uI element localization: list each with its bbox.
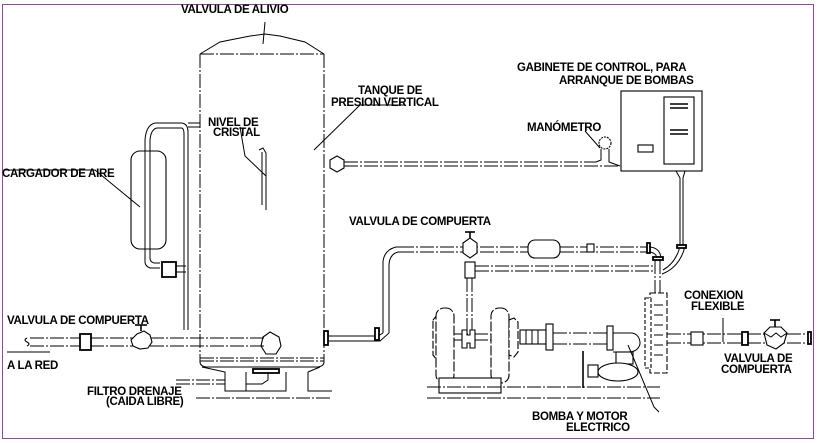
cabinet-indicator <box>637 144 654 153</box>
tank-leg-right <box>307 372 332 392</box>
pump-riser-valve <box>464 261 476 279</box>
tank-leg-middle <box>245 372 287 392</box>
label-control-cabinet-line2: ARRANQUE DE BOMBAS <box>559 75 694 87</box>
pressure-tank <box>176 33 332 399</box>
tank-top-dome <box>199 33 325 55</box>
label-sight-glass-line1: NIVEL DE <box>208 117 259 129</box>
pump-leader <box>627 344 660 413</box>
label-flex-connection-line2: FLEXIBLE <box>691 301 745 313</box>
label-pressure-tank-line2: PRESION VERTICAL <box>331 97 439 109</box>
pump-motor <box>427 307 660 399</box>
outlet-end-cap <box>807 331 812 345</box>
drain-filter-plate <box>252 368 280 374</box>
sight-glass <box>258 147 267 210</box>
label-gate-valve-right-line2: COMPUERTA <box>721 364 792 376</box>
coupling-h <box>461 329 476 349</box>
relief-valve-leader <box>262 21 266 45</box>
label-flex-connection-line1: CONEXION <box>684 290 743 302</box>
outlet-gate-valve <box>763 326 788 350</box>
manometer <box>595 136 621 167</box>
sight-glass-leader <box>239 126 267 177</box>
air-charger <box>130 122 200 330</box>
label-air-charger: CARGADOR DE AIRE <box>2 168 115 180</box>
control-cabinet <box>620 90 703 245</box>
discharge-union <box>586 243 595 253</box>
label-sight-glass-line2: CRISTAL <box>213 127 260 139</box>
tank-gauge-port <box>329 155 345 173</box>
inlet-line <box>7 324 264 353</box>
pump-flange <box>606 325 614 351</box>
label-control-cabinet-line1: GABINETE DE CONTROL, PARA <box>517 62 686 74</box>
air-charger-tank <box>130 150 167 250</box>
label-drain-filter-line2: (CAIDA LIBRE) <box>106 396 184 408</box>
motor-left-housing <box>435 307 455 384</box>
manometer-leader <box>584 130 601 149</box>
discharge-expansion-vessel <box>527 239 561 259</box>
label-drain-filter-line1: FILTRO DRENAJE <box>87 386 182 398</box>
manometer-dial <box>598 136 612 150</box>
inlet-gate-valve <box>130 330 153 350</box>
pump-volute <box>597 362 639 382</box>
label-manometer: MANÓMETRO <box>527 121 601 134</box>
flex-connection <box>690 331 704 346</box>
motor-right-housing <box>490 307 510 384</box>
manifold <box>644 292 668 374</box>
pump-base <box>438 377 502 394</box>
label-gate-valve-left: VALVULA DE COMPUERTA <box>7 315 149 327</box>
tank-leg-left <box>201 366 250 392</box>
label-gate-valve-top: VALVULA DE COMPUERTA <box>349 216 491 228</box>
drain-pipe <box>246 373 269 385</box>
label-pump-motor-line1: BOMBA Y MOTOR <box>532 411 628 423</box>
discharge-piping <box>328 231 687 342</box>
label-pressure-tank-line1: TANQUE DE <box>358 85 423 97</box>
label-pump-motor-line2: ELECTRICO <box>566 422 630 434</box>
inlet-check-valve <box>79 333 92 351</box>
label-gate-valve-right-line1: VALVULA DE <box>724 353 793 365</box>
tank-leader <box>313 104 405 151</box>
tank-outlet-flange <box>323 330 329 346</box>
label-relief-valve: VALVULA DE ALIVIO <box>181 4 289 16</box>
air-charger-valve <box>161 261 177 278</box>
air-charger-leader <box>4 169 141 208</box>
outlet-line <box>667 318 812 350</box>
diagram-frame <box>2 4 814 439</box>
tank-inlet-port <box>260 331 282 355</box>
discharge-gate-valve <box>462 237 478 259</box>
label-to-network: A LA RED <box>7 360 58 372</box>
pump-motor-junction <box>615 351 634 365</box>
tank-bottom <box>199 361 325 368</box>
tank-pump-flange <box>374 327 380 341</box>
outlet-flange <box>741 331 749 346</box>
